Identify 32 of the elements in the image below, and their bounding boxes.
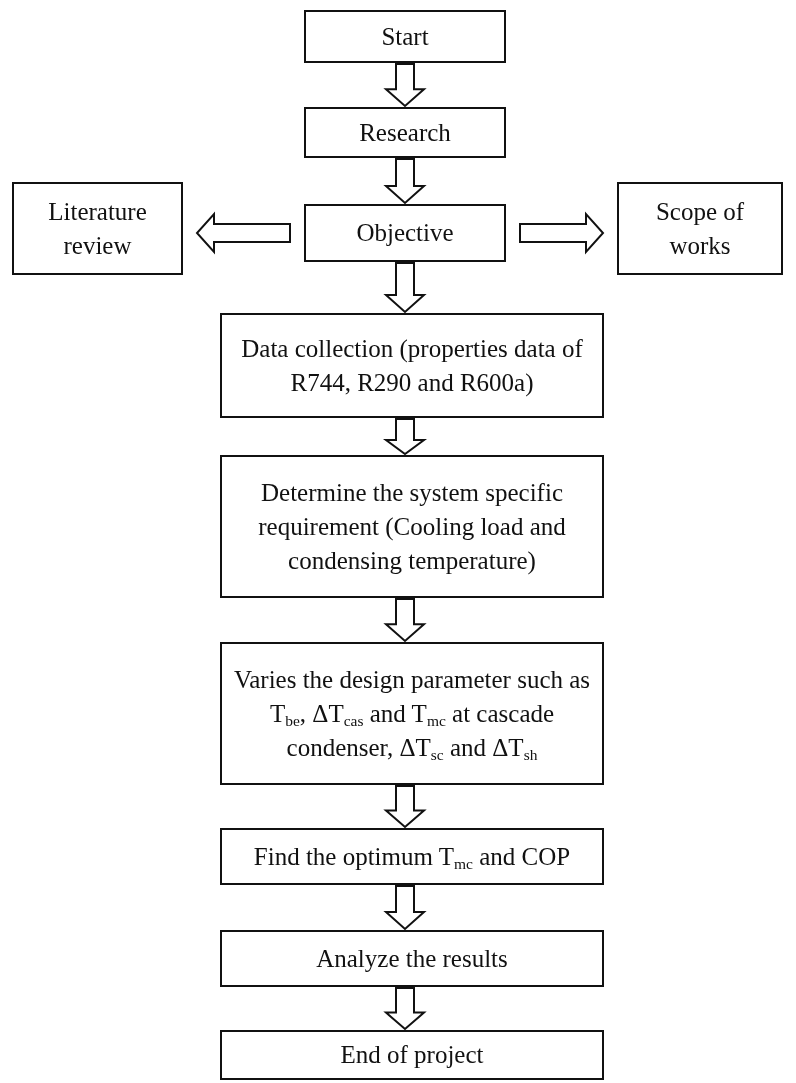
process-box <box>220 1030 604 1080</box>
block-arrow <box>383 63 427 108</box>
block-arrow <box>382 418 428 456</box>
process-box <box>220 930 604 987</box>
block-arrow <box>195 211 291 255</box>
box-text: Determine the system specific requirement (Cooling load and condensing temperature) <box>257 477 567 577</box>
box-text: End of project <box>340 1040 484 1070</box>
process-box <box>304 10 506 63</box>
box-text: Analyze the results <box>316 943 508 974</box>
process-box <box>220 313 604 418</box>
block-arrow <box>383 885 427 931</box>
process-box <box>304 204 506 262</box>
box-text: Varies the design parameter such as T$_{be}$, ΔT$_{cas}$ and T$_{mc}$ at cascade condenser, ΔT$_{sc}$ and ΔT$_{sh}$ <box>232 664 592 765</box>
box-text: Literature review <box>47 196 148 261</box>
block-arrow <box>383 987 427 1031</box>
process-box <box>617 182 783 275</box>
block-arrow <box>383 598 427 643</box>
block-arrow <box>519 211 605 255</box>
box-text: Scope of works <box>654 196 746 261</box>
process-box <box>220 828 604 885</box>
box-text: Research <box>359 117 451 148</box>
block-arrow <box>383 158 427 205</box>
box-text: Find the optimum T$_{mc}$ and COP <box>253 841 571 874</box>
process-box <box>220 455 604 598</box>
box-text: Data collection (properties data of R744, R290 and R600a) <box>240 333 584 399</box>
block-arrow <box>383 262 427 314</box>
process-box <box>12 182 183 275</box>
process-box <box>220 642 604 785</box>
box-text: Objective <box>356 218 454 248</box>
process-box <box>304 107 506 158</box>
box-text: Start <box>381 21 429 52</box>
block-arrow <box>383 785 427 829</box>
